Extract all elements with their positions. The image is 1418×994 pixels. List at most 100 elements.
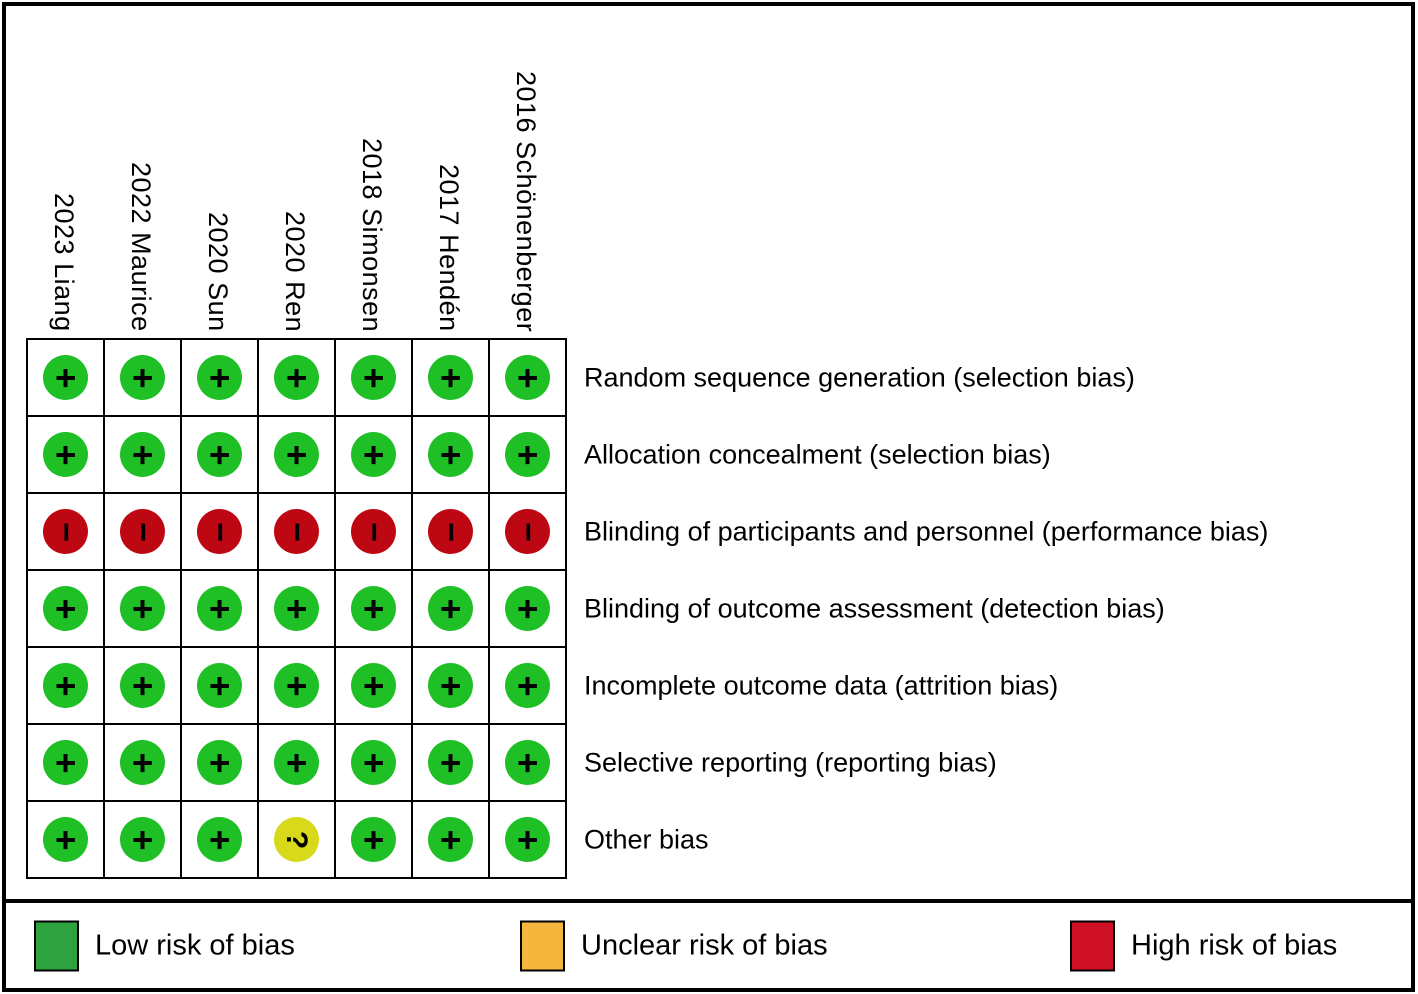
judgment-symbol: + (122, 828, 164, 851)
judgment-symbol: + (199, 828, 241, 851)
study-header: 2018 Simonsen (357, 137, 387, 332)
judgment-symbol: + (45, 443, 87, 466)
low-risk-circle-icon: + (274, 740, 319, 785)
rob-cell: + (412, 801, 489, 878)
judgment-symbol: − (508, 521, 547, 542)
judgment-symbol: + (276, 597, 318, 620)
judgment-symbol: + (199, 751, 241, 774)
rob-cell: + (181, 801, 258, 878)
rob-cell: + (335, 724, 412, 801)
judgment-symbol: + (507, 751, 549, 774)
rob-cell: + (27, 570, 104, 647)
judgment-symbol: + (507, 597, 549, 620)
judgment-symbol: + (122, 597, 164, 620)
legend-label: Low risk of bias (95, 929, 295, 961)
low-risk-circle-icon: + (43, 586, 88, 631)
high-risk-circle-icon: − (274, 509, 319, 554)
low-risk-circle-icon: + (428, 740, 473, 785)
low-risk-circle-icon: + (428, 355, 473, 400)
judgment-symbol: + (430, 597, 472, 620)
rob-cell: + (104, 339, 181, 416)
low-risk-circle-icon: + (351, 663, 396, 708)
rob-cell: + (181, 647, 258, 724)
low-risk-circle-icon: + (43, 432, 88, 477)
rob-cell: + (27, 724, 104, 801)
rob-cell: − (27, 493, 104, 570)
low-risk-circle-icon: + (428, 432, 473, 477)
judgment-symbol: + (353, 443, 395, 466)
judgment-symbol: + (353, 597, 395, 620)
judgment-symbol: − (46, 521, 85, 542)
rob-cell: + (489, 416, 566, 493)
rob-cell: + (335, 416, 412, 493)
high-risk-swatch-icon (1070, 920, 1115, 971)
judgment-symbol: + (276, 443, 318, 466)
domain-label: Other bias (584, 824, 709, 855)
rob-cell: + (489, 339, 566, 416)
high-risk-circle-icon: − (43, 509, 88, 554)
high-risk-circle-icon: − (428, 509, 473, 554)
rob-cell: + (258, 339, 335, 416)
rob-cell: + (489, 801, 566, 878)
low-risk-circle-icon: + (274, 355, 319, 400)
rob-cell: + (258, 570, 335, 647)
low-risk-circle-icon: + (351, 586, 396, 631)
low-risk-circle-icon: + (120, 432, 165, 477)
judgment-symbol: + (430, 443, 472, 466)
judgment-symbol: − (277, 521, 316, 542)
low-risk-circle-icon: + (274, 586, 319, 631)
low-risk-circle-icon: + (120, 663, 165, 708)
legend-label: High risk of bias (1131, 929, 1338, 961)
rob-cell: + (489, 647, 566, 724)
rob-cell: + (27, 647, 104, 724)
rob-cell: − (258, 493, 335, 570)
study-header: 2016 Schönenberger (511, 70, 541, 332)
judgment-symbol: + (276, 674, 318, 697)
judgment-symbol: + (353, 828, 395, 851)
high-risk-circle-icon: − (197, 509, 242, 554)
judgment-symbol: + (199, 597, 241, 620)
judgment-symbol: + (122, 751, 164, 774)
low-risk-circle-icon: + (120, 586, 165, 631)
low-risk-circle-icon: + (197, 355, 242, 400)
rob-cell: + (104, 724, 181, 801)
unclear-risk-circle-icon: ? (274, 817, 319, 862)
rob-cell: − (335, 493, 412, 570)
rob-cell: + (104, 647, 181, 724)
judgment-symbol: + (507, 366, 549, 389)
rob-cell: + (27, 801, 104, 878)
low-risk-circle-icon: + (197, 740, 242, 785)
rob-cell: + (104, 416, 181, 493)
judgment-symbol: + (276, 751, 318, 774)
judgment-symbol: − (431, 521, 470, 542)
low-risk-circle-icon: + (428, 663, 473, 708)
low-risk-circle-icon: + (351, 432, 396, 477)
rob-judgment-grid: ++++++++++++++−−−−−−−+++++++++++++++++++… (26, 338, 567, 879)
judgment-symbol: + (430, 751, 472, 774)
low-risk-circle-icon: + (43, 355, 88, 400)
study-header: 2020 Sun (203, 212, 233, 332)
low-risk-circle-icon: + (197, 817, 242, 862)
domain-label: Selective reporting (reporting bias) (584, 747, 997, 778)
rob-cell: + (489, 570, 566, 647)
rob-cell: + (181, 416, 258, 493)
legend-item-low: Low risk of bias (34, 920, 295, 971)
judgment-symbol: + (507, 443, 549, 466)
rob-cell: + (412, 339, 489, 416)
high-risk-circle-icon: − (505, 509, 550, 554)
domain-label: Incomplete outcome data (attrition bias) (584, 670, 1059, 701)
judgment-symbol: + (199, 443, 241, 466)
judgment-symbol: + (45, 751, 87, 774)
judgment-symbol: + (45, 828, 87, 851)
rob-cell: + (181, 724, 258, 801)
judgment-symbol: + (45, 674, 87, 697)
low-risk-circle-icon: + (505, 432, 550, 477)
low-risk-swatch-icon (34, 920, 79, 971)
rob-cell: + (181, 570, 258, 647)
rob-cell: − (104, 493, 181, 570)
low-risk-circle-icon: + (505, 355, 550, 400)
judgment-symbol: + (430, 828, 472, 851)
rob-cell: + (335, 801, 412, 878)
low-risk-circle-icon: + (274, 432, 319, 477)
low-risk-circle-icon: + (351, 740, 396, 785)
